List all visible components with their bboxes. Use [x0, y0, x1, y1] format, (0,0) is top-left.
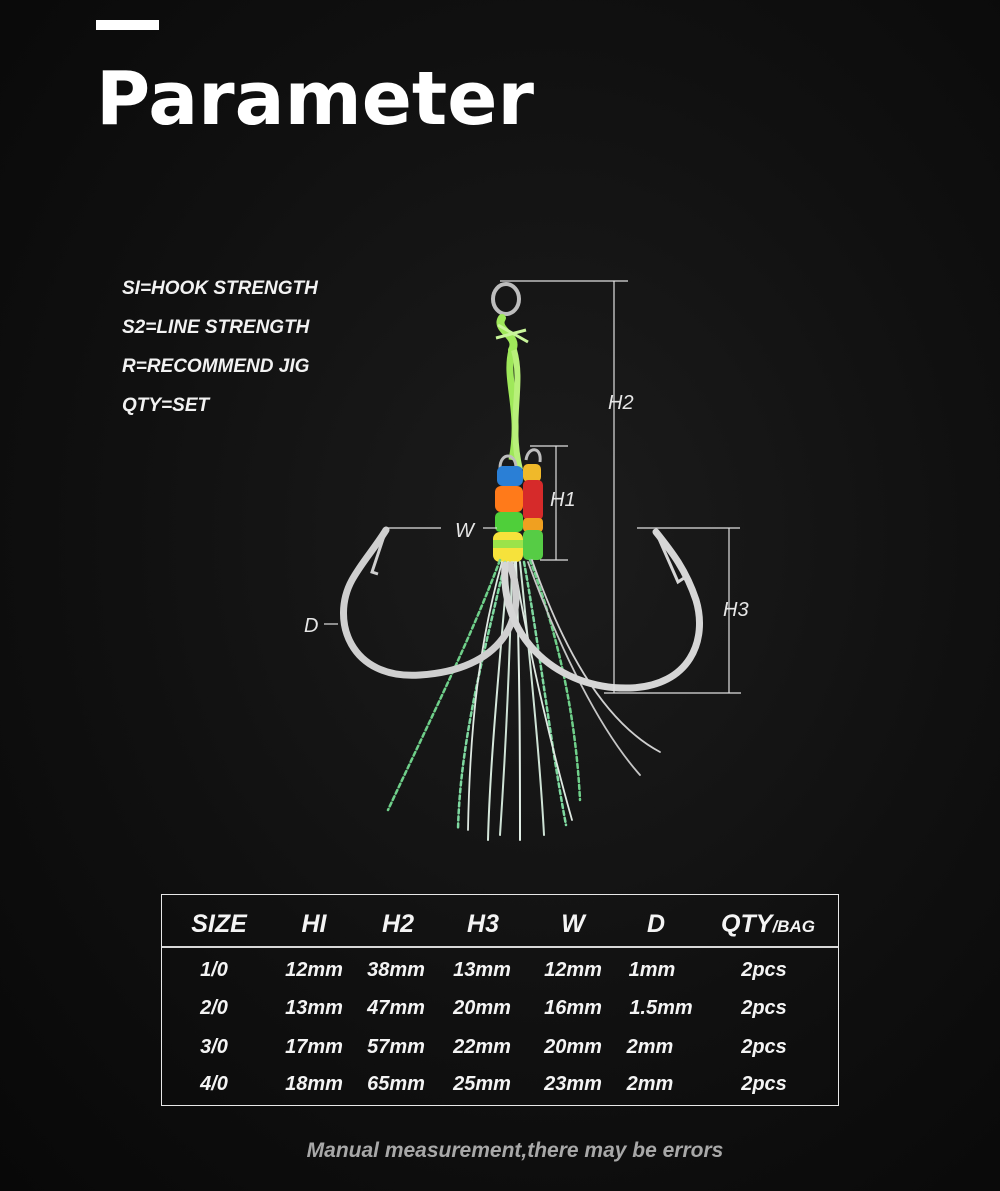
cell-d: 1.5mm [629, 997, 693, 1019]
cell-qty: 2pcs [741, 959, 787, 981]
table-row: 3/0 17mm 57mm 22mm 20mm 2mm 2pcs [162, 1032, 838, 1062]
dimension-lines [324, 280, 741, 694]
cell-h2: 65mm [367, 1073, 425, 1095]
cell-h1: 18mm [285, 1073, 343, 1095]
d-label: D [304, 615, 318, 637]
spec-table: SIZE HI H2 H3 W D QTY/BAG 1/0 12mm 38mm … [161, 894, 839, 1106]
h3-label: H3 [723, 599, 749, 621]
legend-list: SI=HOOK STRENGTH S2=LINE STRENGTH R=RECO… [122, 278, 318, 434]
cell-w: 12mm [544, 959, 602, 981]
header-h3: H3 [467, 910, 499, 938]
header-divider [162, 946, 838, 948]
header-qty-label: QTY [721, 910, 773, 938]
cell-h3: 22mm [453, 1036, 511, 1058]
hook-diagram: H2 H1 H3 W D [304, 280, 749, 841]
split-ring [491, 282, 521, 316]
header-w: W [561, 910, 585, 938]
cell-size: 2/0 [200, 997, 228, 1019]
cell-d: 1mm [628, 959, 676, 981]
cell-h1: 13mm [285, 997, 343, 1019]
header-d: D [646, 910, 666, 938]
table-header-row: SIZE HI H2 H3 W D QTY/BAG [162, 909, 838, 939]
header-qty-unit: /BAG [772, 917, 815, 936]
header-size: SIZE [191, 910, 247, 938]
header-h2: H2 [382, 910, 414, 938]
h2-label: H2 [608, 392, 634, 414]
cell-qty: 2pcs [741, 997, 787, 1019]
legend-item-line-strength: S2=LINE STRENGTH [122, 317, 310, 338]
table-row: 4/0 18mm 65mm 25mm 23mm 2mm 2pcs [162, 1069, 838, 1099]
left-hook [340, 526, 520, 679]
legend-item-qty: QTY=SET [122, 395, 210, 416]
cell-size: 1/0 [200, 959, 228, 981]
cell-h3: 25mm [453, 1073, 511, 1095]
thread-wrap-right [523, 464, 543, 560]
cell-h2: 38mm [367, 959, 425, 981]
table-row: 2/0 13mm 47mm 20mm 16mm 1.5mm 2pcs [162, 993, 838, 1023]
cell-w: 20mm [544, 1036, 602, 1058]
w-label: W [455, 520, 476, 542]
cell-w: 23mm [544, 1073, 602, 1095]
title-accent-bar [96, 20, 159, 30]
cell-qty: 2pcs [741, 1036, 787, 1058]
right-hook [501, 528, 703, 692]
page-title: Parameter [96, 56, 534, 142]
cell-size: 3/0 [200, 1036, 228, 1058]
cell-size: 4/0 [200, 1073, 228, 1095]
cell-d: 2mm [626, 1036, 674, 1058]
legend-item-recommend-jig: R=RECOMMEND JIG [122, 356, 310, 377]
assist-hook-illustration [340, 282, 703, 841]
header-qty: QTY/BAG [721, 909, 815, 942]
cell-h3: 20mm [453, 997, 511, 1019]
table-row: 1/0 12mm 38mm 13mm 12mm 1mm 2pcs [162, 955, 838, 985]
flash-tinsel [386, 558, 661, 841]
cell-h1: 12mm [285, 959, 343, 981]
cell-h3: 13mm [453, 959, 511, 981]
thread-wrap-left [493, 466, 523, 562]
cell-h2: 47mm [367, 997, 425, 1019]
cell-qty: 2pcs [741, 1073, 787, 1095]
h1-label: H1 [550, 489, 576, 511]
measurement-disclaimer: Manual measurement,there may be errors [306, 1139, 724, 1162]
cell-d: 2mm [626, 1073, 674, 1095]
header-h1: HI [301, 910, 327, 938]
cell-h1: 17mm [285, 1036, 343, 1058]
cell-h2: 57mm [367, 1036, 425, 1058]
legend-item-hook-strength: SI=HOOK STRENGTH [122, 278, 318, 299]
cell-w: 16mm [544, 997, 602, 1019]
braided-line [495, 314, 529, 471]
